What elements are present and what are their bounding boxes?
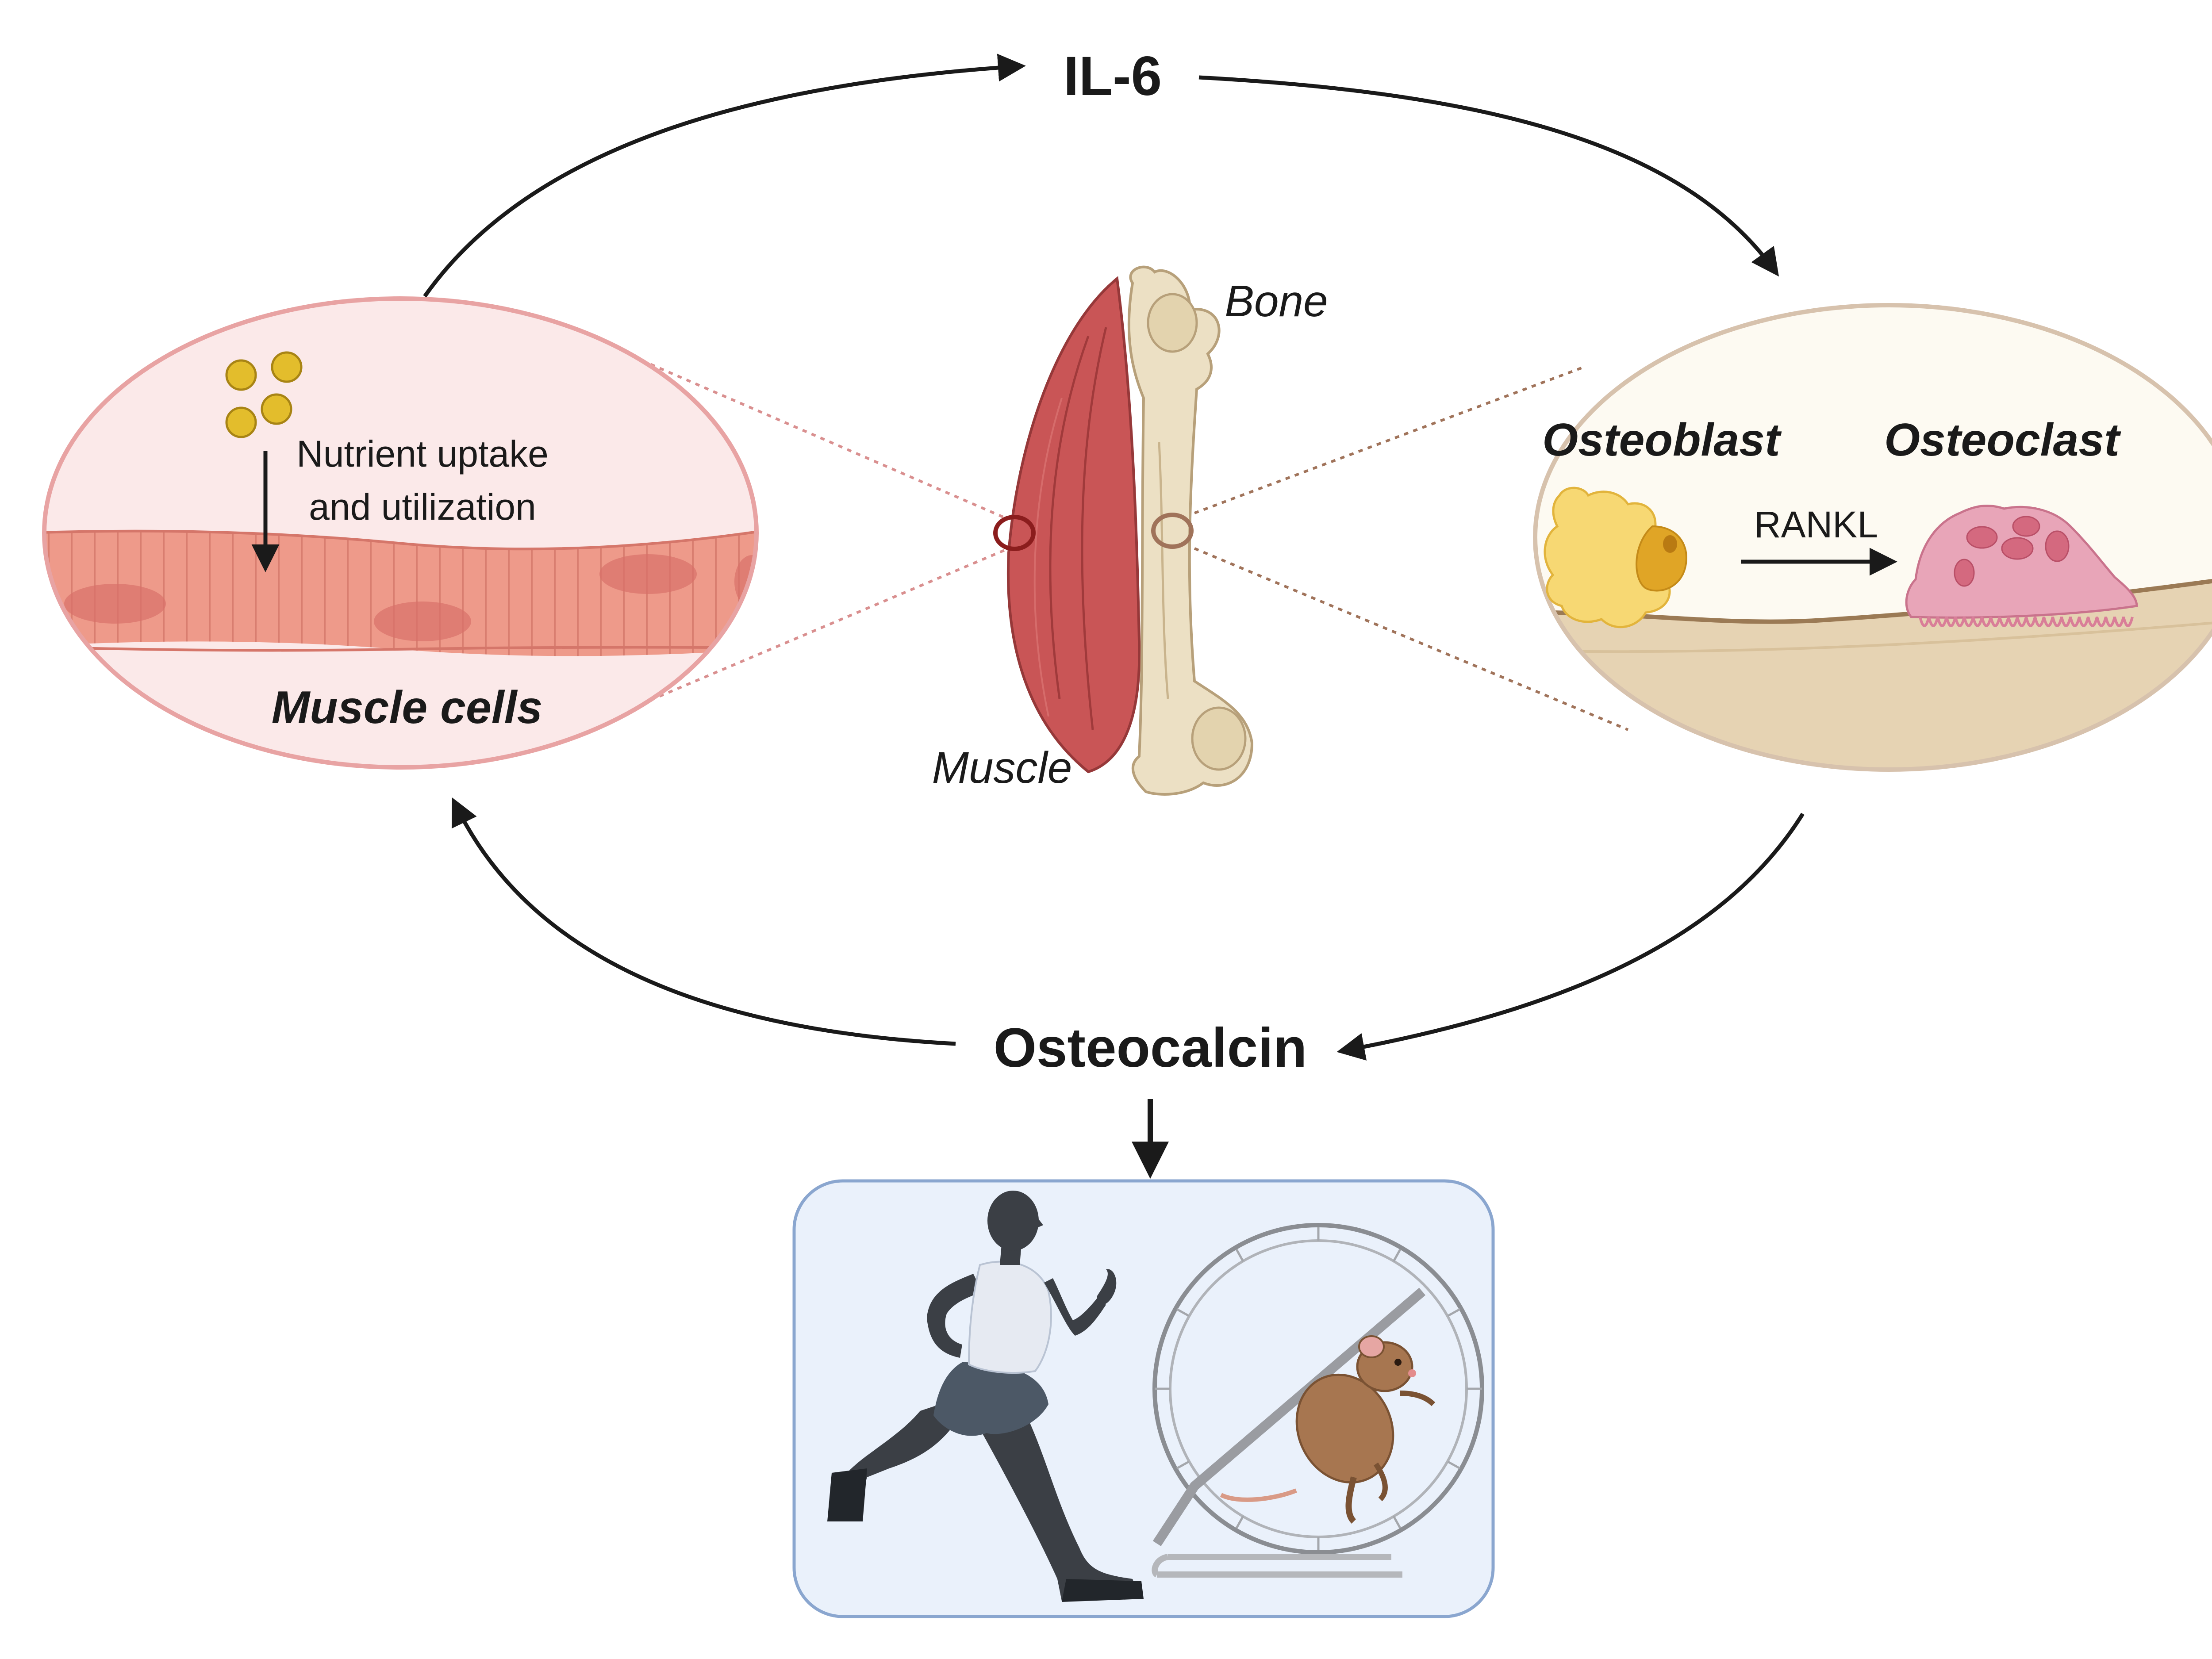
bone-shape [1127, 265, 1254, 796]
osteocalcin-label: Osteocalcin [994, 1017, 1307, 1079]
osteoblast-cell [1544, 487, 1676, 628]
arrow-il6-to-bone [1198, 75, 1779, 277]
nucleus [599, 554, 697, 594]
osteoclast-ruffled-border [1919, 617, 2134, 627]
nutrient-uptake-line2: and utilization [309, 486, 536, 528]
muscle-label: Muscle [932, 743, 1072, 793]
hamster-wheel [1152, 1223, 1484, 1578]
osteoclast-nuclei [1954, 516, 2070, 587]
muscle-shape [1006, 276, 1141, 774]
il6-label: IL-6 [1064, 46, 1162, 107]
nutrient-particles [225, 351, 303, 438]
bone-zoom-circle [1151, 513, 1194, 549]
muscle-cells-label: Muscle cells [272, 682, 543, 733]
exercise-panel [792, 1179, 1495, 1618]
bone-label: Bone [1225, 276, 1328, 326]
rankl-label: RANKL [1754, 504, 1878, 545]
osteoblast-label: Osteoblast [1542, 414, 1782, 466]
nucleus [64, 584, 166, 624]
arrow-muscle-to-il6 [423, 54, 1026, 298]
mouse-figure [1220, 1335, 1436, 1524]
bone-muscle-illustration: Bone Muscle [932, 265, 1328, 796]
zoom-lines-bone [1194, 366, 1629, 731]
osteoclast-label: Osteoclast [1884, 414, 2121, 466]
exercise-box [792, 1179, 1495, 1618]
zoom-lines-muscle [605, 344, 1010, 709]
nutrient-uptake-line1: Nutrient uptake [296, 433, 549, 475]
runner-figure [827, 1191, 1144, 1602]
muscle-oval-border [42, 296, 759, 770]
osteoblast-nucleus [1636, 525, 1687, 592]
arrow-bone-to-osteocalcin [1336, 812, 1805, 1061]
nucleus [374, 602, 471, 641]
bone-oval-border [1533, 303, 2212, 772]
muscle-cells-panel: Nutrient uptake and utilization Muscle c… [42, 296, 759, 770]
muscle-zoom-circle [993, 515, 1036, 551]
arrow-osteocalcin-to-muscle [451, 797, 956, 1046]
